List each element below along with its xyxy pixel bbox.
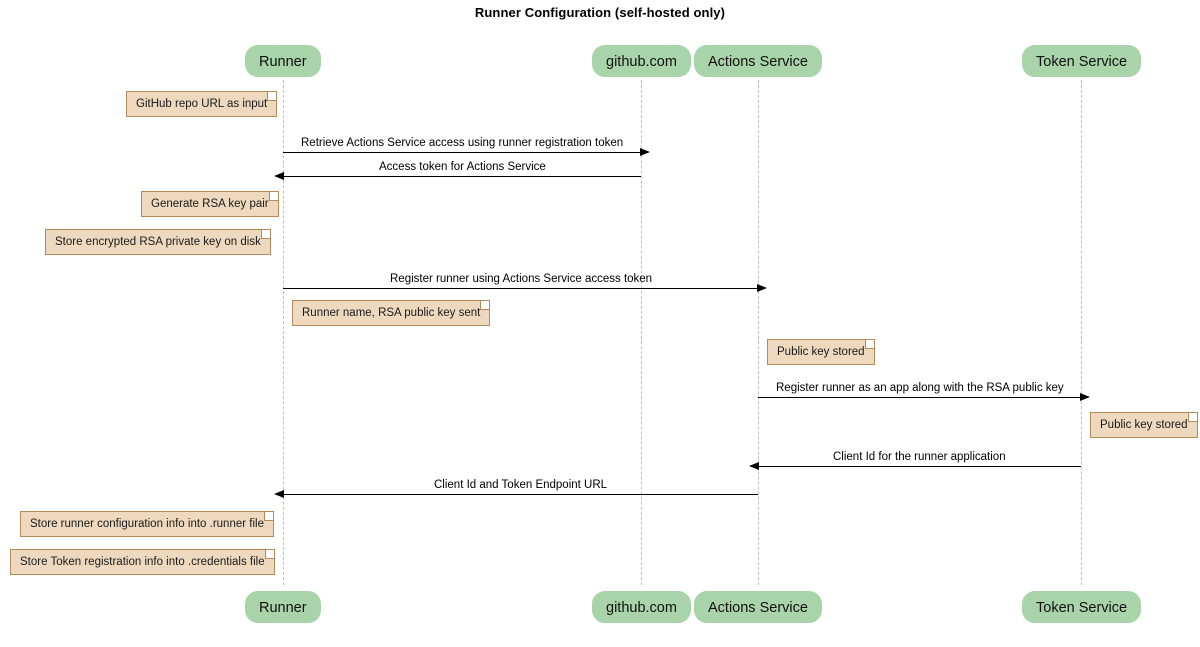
lifeline-actions <box>758 80 760 585</box>
page-title: Runner Configuration (self-hosted only) <box>474 5 726 20</box>
participant-actions-top[interactable]: Actions Service <box>694 45 822 77</box>
note-label: Store Token registration info into .cred… <box>20 556 265 568</box>
message-label-m2: Access token for Actions Service <box>379 161 546 173</box>
lifeline-github <box>641 80 643 585</box>
participant-runner-top[interactable]: Runner <box>245 45 321 77</box>
participant-token-bottom[interactable]: Token Service <box>1022 591 1142 623</box>
message-label-m4: Register runner as an app along with the… <box>776 382 1064 394</box>
note-n6: Public key stored <box>1090 412 1198 438</box>
note-label: Public key stored <box>777 346 865 358</box>
message-label-m5: Client Id for the runner application <box>833 451 1006 463</box>
message-arrow-m2 <box>274 172 641 180</box>
message-arrow-m1 <box>283 148 650 156</box>
participant-github-bottom[interactable]: github.com <box>592 591 691 623</box>
arrowhead-icon <box>274 172 284 180</box>
participant-runner-bottom[interactable]: Runner <box>245 591 321 623</box>
note-fold-corner-icon <box>260 230 270 239</box>
note-fold-corner-icon <box>263 512 273 521</box>
note-n1: GitHub repo URL as input <box>126 91 278 117</box>
note-n5: Public key stored <box>767 339 875 365</box>
message-label-m1: Retrieve Actions Service access using ru… <box>301 137 624 149</box>
note-fold-corner-icon <box>264 550 274 559</box>
arrowhead-icon <box>757 284 767 292</box>
arrowhead-icon <box>274 490 284 498</box>
note-n4: Runner name, RSA public key sent <box>292 300 491 326</box>
note-label: Store runner configuration info into .ru… <box>30 518 264 530</box>
note-n2: Generate RSA key pair <box>141 191 279 217</box>
note-n8: Store Token registration info into .cred… <box>10 549 275 575</box>
note-label: Generate RSA key pair <box>151 198 269 210</box>
note-fold-corner-icon <box>480 301 490 310</box>
participant-actions-bottom[interactable]: Actions Service <box>694 591 822 623</box>
note-fold-corner-icon <box>268 192 278 201</box>
note-n7: Store runner configuration info into .ru… <box>20 511 274 537</box>
message-arrow-m4 <box>758 393 1090 401</box>
participant-token-top[interactable]: Token Service <box>1022 45 1142 77</box>
note-label: Runner name, RSA public key sent <box>302 307 481 319</box>
note-fold-corner-icon <box>267 92 277 101</box>
participant-github-top[interactable]: github.com <box>592 45 691 77</box>
arrowhead-icon <box>640 148 650 156</box>
note-label: GitHub repo URL as input <box>136 98 268 110</box>
message-arrow-m5 <box>749 462 1081 470</box>
note-fold-corner-icon <box>1187 413 1197 422</box>
lifeline-runner <box>283 80 285 585</box>
note-label: Store encrypted RSA private key on disk <box>55 236 261 248</box>
lifeline-token <box>1081 80 1083 585</box>
message-label-m6: Client Id and Token Endpoint URL <box>434 479 608 491</box>
note-label: Public key stored <box>1100 419 1188 431</box>
arrowhead-icon <box>749 462 759 470</box>
message-label-m3: Register runner using Actions Service ac… <box>390 273 653 285</box>
note-n3: Store encrypted RSA private key on disk <box>45 229 271 255</box>
message-arrow-m3 <box>283 284 767 292</box>
message-arrow-m6 <box>274 490 758 498</box>
note-fold-corner-icon <box>864 340 874 349</box>
arrowhead-icon <box>1080 393 1090 401</box>
